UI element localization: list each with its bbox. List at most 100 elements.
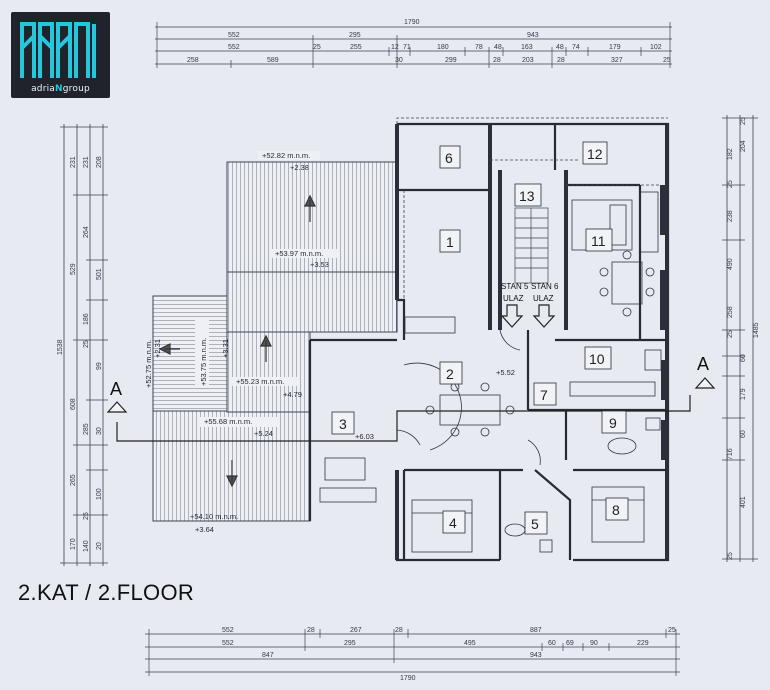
- room-number: 3: [339, 416, 347, 432]
- top-dimension-labels: 1790 552 295 943 552 25 255 12 71 180 78…: [187, 19, 671, 64]
- dim-label: 28: [395, 627, 403, 634]
- dim-label: 255: [350, 44, 362, 51]
- dim-label: 182: [727, 148, 734, 160]
- dim-label: 608: [70, 398, 77, 410]
- dim-total-bottom: 1790: [400, 675, 416, 682]
- dim-label: 265: [70, 474, 77, 486]
- dim-label: 25: [83, 340, 90, 348]
- door-swing: [403, 362, 462, 451]
- dim-label: 529: [70, 263, 77, 275]
- chair: [599, 287, 609, 297]
- dim-label: 163: [521, 44, 533, 51]
- level-mnm: +52.75 m.n.m.: [144, 340, 153, 388]
- dim-label: 229: [637, 640, 649, 647]
- section-line: A A: [106, 354, 716, 442]
- chair: [622, 250, 632, 260]
- sofa: [639, 191, 659, 253]
- room-number: 10: [589, 351, 605, 367]
- dim-label: 1538: [57, 339, 64, 355]
- right-dimension-labels: 182 238 490 258 179 716 401 204 25 25 60…: [727, 117, 760, 560]
- dining-table: [439, 394, 501, 426]
- left-dimension-labels: 1538 231 529 608 265 170 231 264 186 25 …: [57, 156, 103, 552]
- logo-wordmark: adriaNgroup: [31, 84, 90, 94]
- overhang-lines: [396, 117, 668, 300]
- dim-label: 847: [262, 652, 274, 659]
- roof-left: [152, 295, 228, 412]
- dim-label: 100: [96, 488, 103, 500]
- slope-arrow-icon: [226, 460, 238, 488]
- dim-label: 99: [96, 362, 103, 370]
- floor-label: 2.KAT / 2.FLOOR: [18, 580, 195, 605]
- wall-thickness: [395, 124, 669, 560]
- level-rel: +5.24: [254, 429, 273, 438]
- chair: [645, 267, 655, 277]
- dim-label: 25: [668, 627, 676, 634]
- level-mnm: +53.75 m.n.m.: [199, 338, 208, 386]
- entrance-label: ULAZ: [533, 294, 554, 303]
- dim-label: 285: [83, 423, 90, 435]
- level-mnm: +55.68 m.n.m.: [204, 417, 252, 426]
- dim-label: 60: [740, 430, 747, 438]
- dim-label: 25: [740, 117, 747, 125]
- bottom-dimension-labels: 552 28 267 28 887 25 552 295 495 60 69 9…: [222, 627, 676, 682]
- brand-logo: adriaNgroup: [11, 12, 110, 98]
- room-number: 6: [445, 150, 453, 166]
- dim-label: 69: [566, 640, 574, 647]
- dim-label: 490: [727, 258, 734, 270]
- staircase: [514, 207, 549, 284]
- roof-areas: [152, 161, 398, 522]
- dim-label: 943: [527, 32, 539, 39]
- dining-table: [611, 261, 643, 305]
- bed: [591, 486, 645, 543]
- dim-label: 30: [395, 57, 403, 64]
- chair: [645, 287, 655, 297]
- dim-label: 102: [650, 44, 662, 51]
- room-number: 1: [446, 234, 454, 250]
- level-rel: +6.03: [355, 432, 374, 441]
- chair: [622, 307, 632, 317]
- dim-label: 716: [727, 448, 734, 460]
- level-rel: +3.31: [221, 339, 230, 358]
- level-mnm: +54.10 m.n.m.: [190, 512, 238, 521]
- dim-label: 495: [464, 640, 476, 647]
- dim-label: 170: [70, 538, 77, 550]
- level-mnm: +53.97 m.n.m.: [275, 249, 323, 258]
- kitchen-counter: [569, 381, 656, 397]
- section-mark-right: A: [697, 354, 709, 374]
- dim-label: 48: [556, 44, 564, 51]
- dim-label: 25: [727, 180, 734, 188]
- dim-label: 20: [96, 542, 103, 550]
- dim-label: 887: [530, 627, 542, 634]
- entry-arrow-icon: [500, 304, 524, 328]
- coffee-table: [609, 204, 627, 246]
- dim-label: 180: [437, 44, 449, 51]
- dim-label: 28: [307, 627, 315, 634]
- room-number: 11: [591, 233, 606, 249]
- dim-label: 299: [445, 57, 457, 64]
- room-number: 8: [612, 502, 620, 518]
- room-numbers: 6 1 12 13 11 2 10 7 9 3 4 5 8: [331, 141, 629, 535]
- chair: [599, 267, 609, 277]
- dim-label: 258: [187, 57, 199, 64]
- dim-label: 231: [70, 156, 77, 168]
- dim-label: 258: [727, 306, 734, 318]
- dim-label: 208: [96, 156, 103, 168]
- dim-label: 501: [96, 268, 103, 280]
- dim-label: 60: [740, 354, 747, 362]
- dim-label: 1485: [753, 322, 760, 338]
- dim-label: 71: [403, 44, 411, 51]
- room-number: 5: [531, 516, 539, 532]
- entrance-unit: STAN 6: [531, 282, 559, 291]
- dim-label: 552: [222, 640, 234, 647]
- slope-arrow-icon: [158, 343, 180, 355]
- dim-label: 552: [228, 32, 240, 39]
- dim-label: 203: [522, 57, 534, 64]
- dim-label: 78: [475, 44, 483, 51]
- roof-middle: [226, 271, 398, 333]
- level-rel: +5.52: [496, 368, 515, 377]
- dim-label: 12: [391, 44, 399, 51]
- dim-label: 267: [350, 627, 362, 634]
- rug: [324, 457, 366, 481]
- level-mnm: +55.23 m.n.m.: [236, 377, 284, 386]
